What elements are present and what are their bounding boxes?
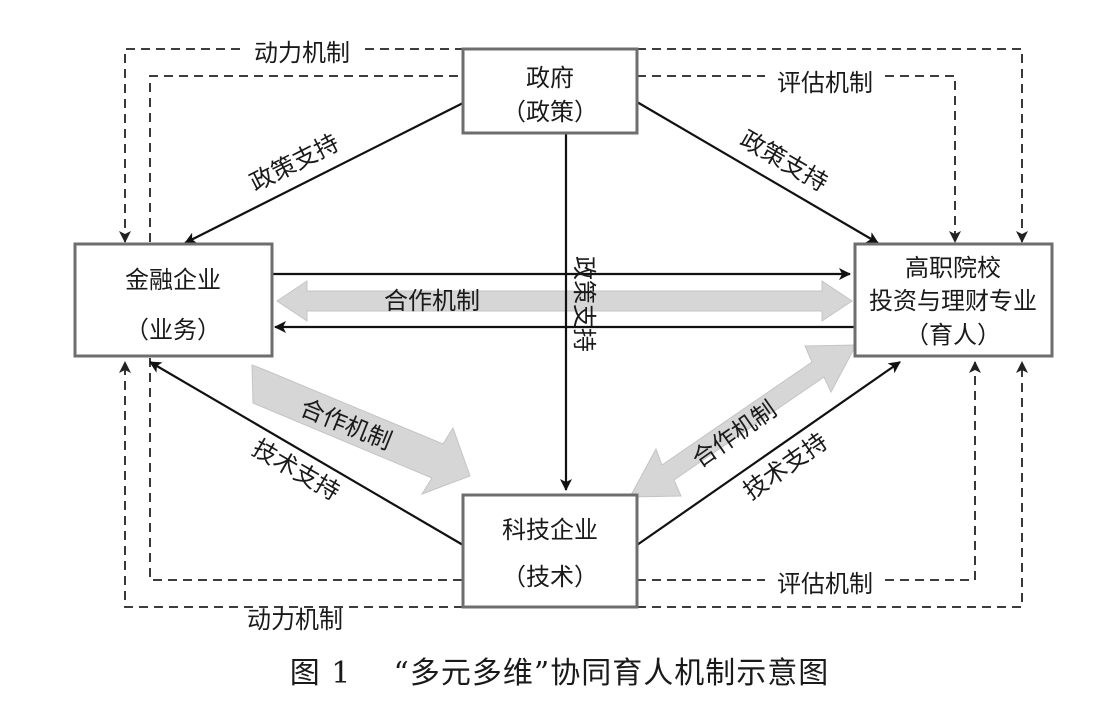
tech-box: [461, 493, 639, 609]
finance-role: （业务）: [125, 316, 221, 344]
government-box: [461, 47, 639, 135]
support-arrows: [149, 101, 901, 546]
cooperation-label-left: 合作机制: [296, 394, 395, 456]
figure-number: 图 1: [289, 656, 352, 691]
policy-support-label-right: 政策支持: [735, 125, 832, 197]
government-role: （政策）: [502, 98, 598, 126]
motivation-label-bottom: 动力机制: [247, 606, 343, 634]
motivation-label-top: 动力机制: [254, 39, 350, 67]
college-major: 投资与理财专业: [869, 287, 1037, 315]
tech-support-label-left: 技术支持: [247, 434, 344, 506]
college-role: （育人）: [905, 321, 1001, 349]
policy-support-label-center: 政策支持: [570, 256, 598, 352]
tech-name: 科技企业: [502, 516, 598, 544]
college-name: 高职院校: [905, 254, 1001, 282]
motivation-loop: [119, 48, 1028, 608]
cooperation-label-center: 合作机制: [384, 287, 480, 315]
figure-title: “多元多维”协同育人机制示意图: [393, 656, 830, 691]
college-box: [853, 242, 1054, 358]
cooperation-double-arrow-center: [276, 280, 853, 322]
tech-role: （技术）: [502, 563, 598, 591]
evaluation-loop: [149, 75, 981, 581]
evaluation-label-bottom: 评估机制: [777, 570, 873, 598]
government-name: 政府: [526, 64, 574, 92]
finance-name: 金融企业: [125, 266, 221, 294]
evaluation-label-top: 评估机制: [777, 69, 873, 97]
finance-box: [73, 242, 274, 358]
cooperation-arrow-left: [251, 364, 471, 495]
figure-caption: 图 1 “多元多维”协同育人机制示意图: [0, 648, 1119, 692]
tech-support-label-right: 技术支持: [738, 427, 833, 505]
